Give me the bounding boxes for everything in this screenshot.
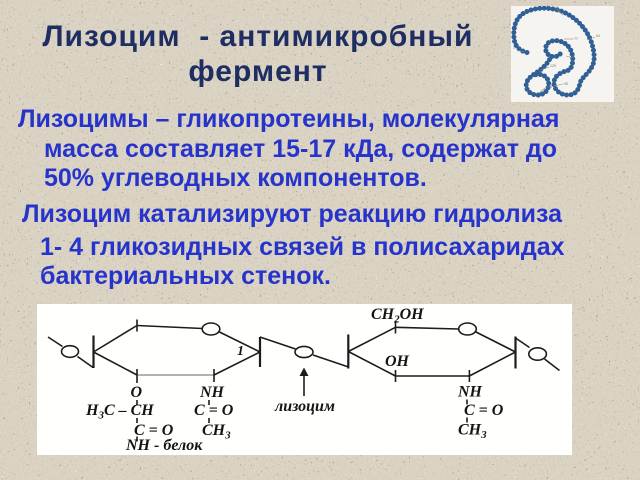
svg-text:54: 54 [596, 34, 600, 38]
ring2-co-label: C = O [464, 402, 504, 419]
svg-text:1: 1 [513, 46, 515, 50]
bead-chain-strands [514, 6, 594, 95]
body-p1-line1: Лизоцимы – гликопротеины, молекулярная [18, 105, 560, 133]
ring1-co2-label: C = O [194, 402, 234, 419]
slide-title: Лизоцим - антимикробный фермент [18, 19, 498, 89]
lysozyme-molecule-image: 40 54 1 95 77 108 129 [511, 6, 614, 102]
oxygen-atom-far-right [528, 346, 548, 361]
ring2-nh-label: NH [457, 384, 483, 401]
lysozyme-label: лизоцим [274, 398, 335, 415]
body-p3-line2: бактериальных стенок. [40, 262, 331, 290]
residue-annotation-lines [516, 9, 596, 94]
chemical-labels: 1 CH2OH OH лизоцим O H3C – CH C = O NH -… [85, 306, 504, 454]
svg-text:40: 40 [555, 6, 559, 10]
bond-lines [47, 319, 560, 442]
slide-title-line1: Лизоцим - антимикробный [42, 20, 474, 53]
body-p1-line2: масса составляет 15-17 кДа, содержат до [44, 134, 558, 163]
ring1-o-label: O [131, 384, 143, 401]
slide-title-line2: фермент [188, 55, 328, 88]
ring1-h3c-ch-label: H3C – CH [85, 402, 154, 422]
body-p2-line1: Лизоцим катализируют реакцию гидролиза [22, 200, 562, 228]
ring1-nh-label: NH [199, 384, 225, 401]
svg-text:129: 129 [550, 64, 556, 68]
carbon1-label: 1 [237, 344, 244, 359]
bead-chain-graphic: 40 54 1 95 77 108 129 [511, 6, 600, 102]
oxygen-atom-far-left [60, 344, 80, 359]
body-p3-line1: 1- 4 гликозидных связей в полисахаридах [40, 232, 565, 261]
ring1-nh-protein-label: NH - белок [125, 437, 203, 454]
oh-label: OH [385, 353, 410, 370]
oxygen-atom-ring2 [457, 322, 478, 336]
chemical-structure-diagram: 1 CH2OH OH лизоцим O H3C – CH C = O NH -… [37, 304, 572, 455]
oxygen-atom-glycosidic [294, 345, 314, 359]
residue-annotation-labels: 40 54 1 95 77 108 129 [513, 6, 600, 89]
lysozyme-arrowhead [299, 367, 309, 376]
svg-text:108: 108 [546, 85, 552, 89]
svg-text:95: 95 [564, 82, 568, 86]
oxygen-atom-ring1 [201, 322, 221, 336]
ring1-ch3-label: CH3 [202, 422, 231, 442]
body-p1-line3: 50% углеводных компонентов. [44, 164, 427, 192]
ring1-co-label: C = O [134, 422, 174, 439]
body-text: Лизоцимы – гликопротеины, молекулярная м… [0, 105, 640, 292]
svg-text:77: 77 [574, 37, 578, 41]
polysaccharide-structure: 1 CH2OH OH лизоцим O H3C – CH C = O NH -… [47, 306, 560, 454]
ring2-ch3-label: CH3 [458, 422, 487, 442]
ch2oh-label: CH2OH [371, 306, 424, 326]
